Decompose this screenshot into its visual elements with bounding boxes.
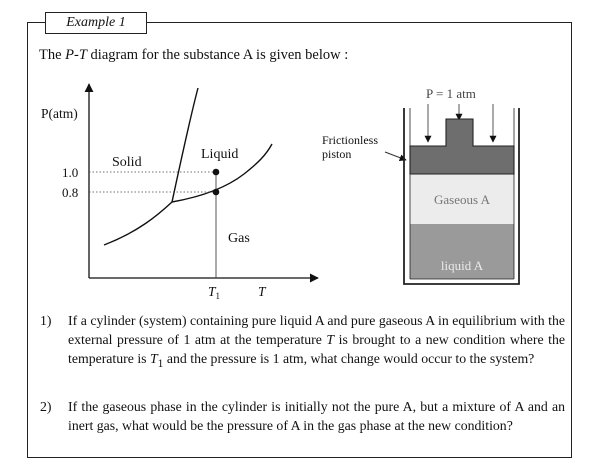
question-2-text: If the gaseous phase in the cylinder is … bbox=[68, 399, 565, 433]
sublimation-curve bbox=[103, 201, 173, 246]
cylinder-diagram: P = 1 atm Frictionless piston Gaseous A … bbox=[322, 86, 520, 285]
figures: P(atm) T 1.0 0.8 T1 Solid Liquid Gas P =… bbox=[41, 83, 520, 301]
region-gas: Gas bbox=[228, 231, 250, 246]
state-point-0-8atm bbox=[212, 188, 220, 196]
gas-label: Gaseous A bbox=[434, 192, 491, 207]
question-1: 1) If a cylinder (system) containing pur… bbox=[40, 311, 565, 391]
example-label: Example 1 bbox=[45, 12, 147, 34]
vaporization-curve bbox=[171, 143, 273, 203]
melting-curve bbox=[171, 87, 199, 203]
y-axis-label: P(atm) bbox=[41, 106, 78, 121]
question-2: 2) If the gaseous phase in the cylinder … bbox=[40, 397, 565, 457]
region-liquid: Liquid bbox=[201, 147, 238, 162]
piston-label-line2: piston bbox=[322, 147, 351, 161]
y-tick-1-0: 1.0 bbox=[62, 165, 78, 180]
liquid-region bbox=[410, 224, 514, 279]
example-box bbox=[27, 22, 572, 458]
question-1-number: 1) bbox=[40, 313, 52, 328]
y-tick-0-8: 0.8 bbox=[62, 185, 78, 200]
region-solid: Solid bbox=[112, 155, 142, 170]
gas-region bbox=[410, 174, 514, 224]
x-axis-label: T bbox=[258, 284, 267, 299]
question-2-number: 2) bbox=[40, 399, 52, 414]
state-point-1atm bbox=[212, 168, 220, 176]
pt-diagram: P(atm) T 1.0 0.8 T1 Solid Liquid Gas bbox=[41, 83, 319, 301]
piston-pointer bbox=[384, 151, 407, 162]
cylinder-walls bbox=[403, 108, 520, 285]
x-tick-t1: T1 bbox=[208, 284, 220, 301]
question-1-text: If a cylinder (system) containing pure l… bbox=[68, 313, 565, 370]
piston bbox=[409, 118, 515, 175]
intro-text: The P-T diagram for the substance A is g… bbox=[39, 47, 349, 63]
liquid-label: liquid A bbox=[441, 258, 484, 273]
pressure-label: P = 1 atm bbox=[426, 86, 476, 101]
piston-label-line1: Frictionless bbox=[322, 133, 378, 147]
